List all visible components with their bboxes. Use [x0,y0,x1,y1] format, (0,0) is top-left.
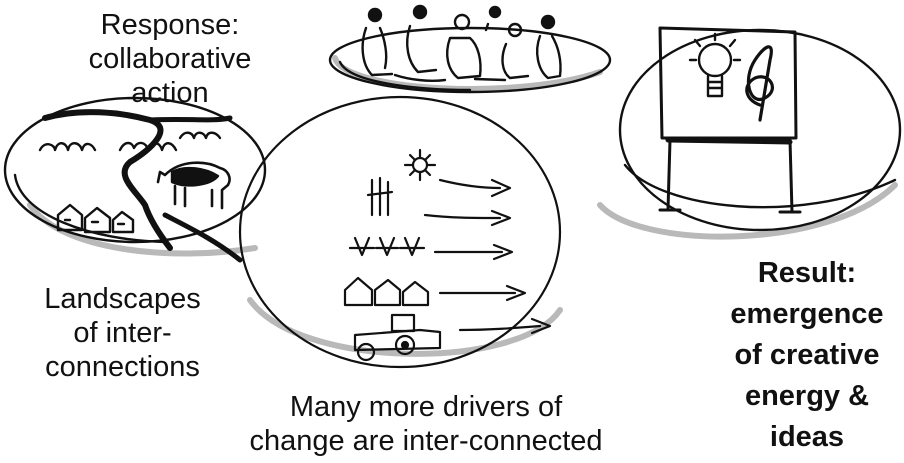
response-line-3: action [131,77,209,109]
result-line-4: energy & [744,380,870,412]
idea-board-sketch [618,26,902,232]
drivers-line-2: change are inter-connected [249,425,603,457]
landscapes-line-2: of inter- [73,317,172,349]
drivers-label: Many more drivers of change are inter-co… [236,390,616,458]
drivers-of-change-sketch [238,95,562,369]
result-line-3: of creative [734,339,880,371]
result-line-5: ideas [769,421,845,453]
response-label: Response: collaborative action [60,8,280,110]
response-line-2: collaborative [88,43,252,75]
landscapes-line-1: Landscapes [44,283,201,315]
landscapes-label: Landscapes of inter- connections [5,282,240,384]
response-line-1: Response: [100,9,240,41]
landscapes-line-3: connections [45,351,200,383]
drivers-line-1: Many more drivers of [289,391,563,423]
result-line-2: emergence [730,298,884,330]
result-label: Result: emergence of creative energy & i… [712,253,902,458]
result-line-1: Result: [757,257,857,289]
people-circle-sketch [328,4,612,94]
landscape-sketch [3,96,267,263]
